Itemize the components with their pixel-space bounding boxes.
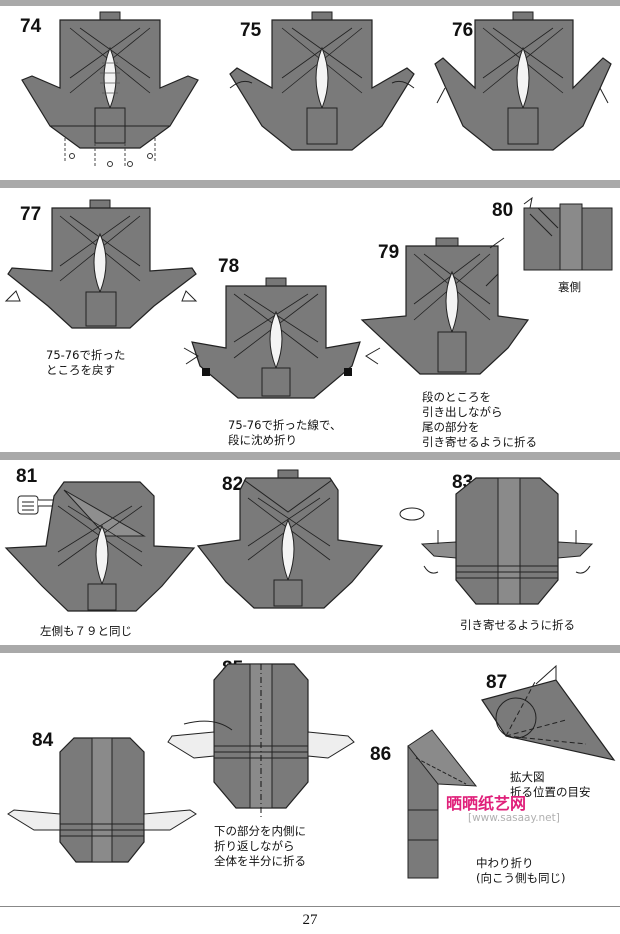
footer-rule — [0, 906, 620, 907]
step-84-diagram — [7, 737, 197, 863]
step-number: 82 — [222, 474, 244, 495]
page-number: 27 — [302, 912, 318, 928]
step-number: 75 — [240, 20, 262, 41]
watermark-url: [www.sasaay.net] — [468, 812, 560, 824]
step-number: 81 — [16, 466, 38, 487]
section-band — [0, 452, 620, 460]
caption-80: 裏側 — [558, 280, 581, 294]
step-78-diagram — [183, 277, 381, 399]
step-77-diagram — [4, 199, 198, 329]
section-band — [0, 0, 620, 6]
step-number: 74 — [20, 16, 42, 37]
pointing-hand-icon — [17, 495, 55, 515]
step-83-diagram — [399, 477, 594, 605]
step-number: 76 — [452, 20, 474, 41]
step-number: 79 — [378, 242, 400, 263]
step-number: 80 — [492, 200, 514, 221]
watermark-logo: 晒晒纸艺网 — [446, 794, 527, 813]
step-82-diagram — [196, 469, 384, 609]
caption-83: 引き寄せるように折る — [460, 618, 575, 632]
step-74-diagram — [21, 11, 199, 167]
caption-78: 75-76で折った線で、 段に沈め折り — [228, 418, 342, 447]
step-76-diagram — [434, 11, 612, 151]
section-band — [0, 645, 620, 653]
caption-85: 下の部分を内側に 折り返しながら 全体を半分に折る — [214, 824, 306, 868]
step-81-diagram — [4, 481, 196, 612]
step-number: 77 — [20, 204, 42, 225]
step-number: 86 — [370, 744, 392, 765]
step-number: 78 — [218, 256, 240, 277]
section-band — [0, 180, 620, 188]
step-80-diagram — [523, 196, 613, 271]
caption-87: 拡大図 折る位置の目安 — [510, 770, 591, 799]
caption-77: 75-76で折った ところを戻す — [46, 348, 126, 377]
step-85-diagram — [167, 663, 355, 820]
caption-81: 左側も７９と同じ — [40, 624, 132, 638]
step-number: 87 — [486, 672, 508, 693]
caption-79: 段のところを 引き出しながら 尾の部分を 引き寄せるように折る — [422, 390, 537, 449]
step-number: 84 — [32, 730, 54, 751]
caption-86: 中わり折り (向こう側も同じ) — [476, 856, 566, 885]
step-86-87-diagram — [407, 664, 616, 879]
step-79-diagram — [360, 237, 530, 375]
step-75-diagram — [229, 11, 415, 151]
